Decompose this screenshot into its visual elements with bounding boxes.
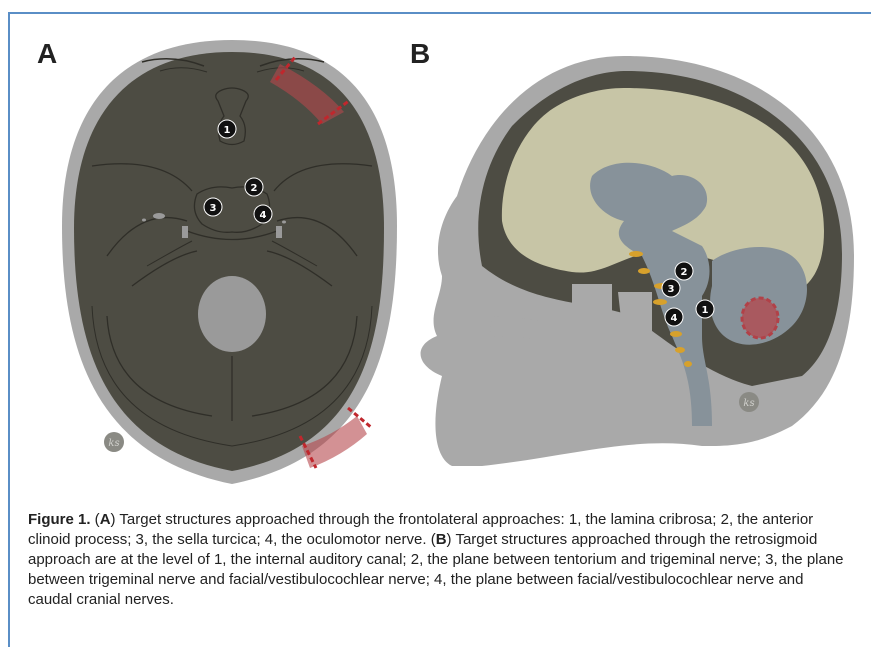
figure-svg: 1 2 3 4 ks	[12, 16, 862, 496]
svg-text:1: 1	[224, 125, 231, 136]
panel-b-approach-retrosigmoid	[742, 298, 778, 338]
caption-b-letter: B	[436, 531, 447, 548]
panel-a-label: A	[37, 40, 57, 68]
figure-illustration: 1 2 3 4 ks	[12, 16, 862, 501]
panel-a-skull	[62, 40, 397, 484]
figure-caption: Figure 1. (A) Target structures approach…	[28, 510, 848, 610]
svg-text:ks: ks	[108, 438, 119, 449]
foramen-magnum	[198, 276, 266, 352]
panel-a-marker-2: 2	[245, 178, 263, 196]
caption-a-letter: A	[100, 511, 111, 528]
svg-text:4: 4	[671, 313, 678, 324]
svg-text:3: 3	[668, 284, 675, 295]
figure-frame-left	[8, 12, 10, 647]
caption-a-open: (	[91, 511, 100, 528]
svg-text:1: 1	[702, 305, 709, 316]
panel-b-marker-1: 1	[696, 300, 714, 318]
panel-b-watermark-logo: ks	[739, 392, 759, 412]
caption-figure-number: Figure 1.	[28, 511, 91, 528]
panel-b-marker-2: 2	[675, 262, 693, 280]
panel-b-marker-3: 3	[662, 279, 680, 297]
svg-text:2: 2	[251, 183, 258, 194]
figure-frame-top	[8, 12, 871, 14]
panel-a-watermark-logo: ks	[104, 432, 124, 452]
svg-text:3: 3	[210, 203, 217, 214]
panel-b-label: B	[410, 40, 430, 68]
panel-a-marker-3: 3	[204, 198, 222, 216]
svg-text:ks: ks	[743, 398, 754, 409]
panel-a-marker-1: 1	[218, 120, 236, 138]
svg-text:4: 4	[260, 210, 267, 221]
panel-a-marker-4: 4	[254, 205, 272, 223]
svg-text:2: 2	[681, 267, 688, 278]
panel-b-marker-4: 4	[665, 308, 683, 326]
